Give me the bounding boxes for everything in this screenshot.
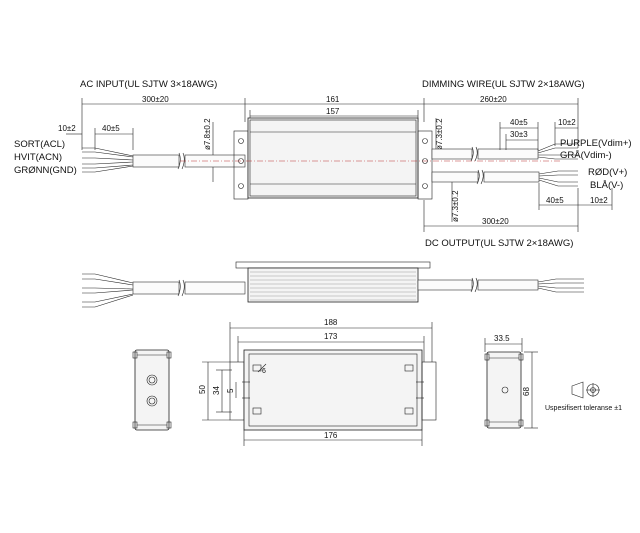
- dim-base-length-text: 176: [324, 431, 338, 440]
- dim-dimming-strip-text: 10±2: [558, 118, 576, 127]
- projection-symbol-icon: [571, 381, 600, 399]
- dim-dc-hole-top-text: ø7.3±0.2: [435, 118, 444, 150]
- dim-dc-strip: 10±2: [578, 188, 613, 210]
- wire-sort-label: SORT(ACL): [14, 139, 65, 150]
- wire-hvit-label: HVIT(ACN): [14, 152, 62, 163]
- dim-dimming-jacket: 40±5: [499, 118, 539, 150]
- dim-dimming-split-text: 30±3: [510, 130, 528, 139]
- dim-mount-pitch-text: 173: [324, 332, 338, 341]
- ac-input-label: AC INPUT(UL SJTW 3×18AWG): [80, 79, 217, 90]
- wire-purple-label: PURPLE(Vdim+): [560, 138, 632, 149]
- dim-ac-jacket: 40±5: [94, 124, 134, 150]
- dim-dimming-jacket-text: 40±5: [510, 118, 528, 127]
- dim-dimming-cable: 260±20: [424, 95, 579, 148]
- dimming-wire-label: DIMMING WIRE(UL SJTW 2×18AWG): [422, 79, 585, 90]
- right-mount-tab-top: [417, 130, 433, 200]
- wire-gra-label: GRÅ(Vdim-): [560, 150, 612, 161]
- dim-total-length: 161: [245, 95, 425, 122]
- dim-mount-total-text: 188: [324, 318, 338, 327]
- dim-slot-span-text: 34: [212, 386, 221, 395]
- dim-dc-cable: 300±20: [423, 200, 579, 232]
- dim-width-text: 50: [198, 385, 207, 394]
- dc-output-label: DC OUTPUT(UL SJTW 2×18AWG): [425, 238, 573, 249]
- dim-dc-hole-bottom: ø7.3±0.2: [451, 176, 460, 222]
- dim-ac-jacket-text: 40±5: [102, 124, 120, 133]
- end-view-right: [484, 351, 524, 429]
- dim-mount-total: 188: [229, 318, 433, 362]
- dim-dimming-split: 30±3: [505, 130, 538, 150]
- dim-base-length: 176: [243, 430, 423, 446]
- dim-dc-hole-bottom-text: ø7.3±0.2: [451, 190, 460, 222]
- dimming-cable: [431, 143, 578, 162]
- dim-end-height-text: 68: [522, 387, 531, 396]
- dim-end-width-text: 33.5: [494, 334, 510, 343]
- dim-dc-cable-text: 300±20: [482, 217, 509, 226]
- dim-ac-hole-text: ø7.8±0.2: [203, 118, 212, 150]
- ac-wires-top: [82, 147, 134, 173]
- dim-ac-strip-text: 10±2: [58, 124, 76, 133]
- dim-slot-diameter: 6: [257, 363, 267, 375]
- wire-bla-label: BLÅ(V-): [590, 180, 623, 191]
- dim-dc-strip-text: 10±2: [590, 196, 608, 205]
- dim-dc-jacket-text: 40±5: [546, 196, 564, 205]
- dim-slot-span: 34: [212, 369, 232, 413]
- dim-slot-width: 5: [226, 382, 237, 398]
- dim-ac-cable-text: 300±20: [142, 95, 169, 104]
- dim-ac-cable: 300±20: [81, 95, 246, 150]
- wire-gronn-label: GRØNN(GND): [14, 165, 77, 176]
- dim-total-length-text: 161: [326, 95, 340, 104]
- dim-dc-hole-top: ø7.3±0.2: [435, 118, 444, 150]
- dim-slot-diameter-text: 6: [262, 368, 266, 375]
- dim-dimming-cable-text: 260±20: [480, 95, 507, 104]
- dim-mount-pitch: 173: [237, 332, 425, 362]
- wire-rod-label: RØD(V+): [588, 167, 627, 178]
- dim-width: 50: [198, 361, 230, 421]
- dim-end-height: 68: [522, 351, 538, 429]
- tolerance-note: Uspesifisert toleranse ±1: [545, 405, 622, 412]
- dim-body-length-text: 157: [326, 107, 340, 116]
- housing-bottom-view: [229, 349, 437, 431]
- housing-top-view: [180, 117, 560, 199]
- dim-ac-strip: 10±2: [58, 124, 82, 135]
- dim-ac-hole: ø7.8±0.2: [203, 118, 214, 182]
- dim-end-width: 33.5: [484, 334, 523, 352]
- side-view: [82, 261, 584, 308]
- end-view-left: [132, 349, 172, 431]
- dim-dc-jacket: 40±5: [538, 183, 579, 210]
- dim-dimming-strip: 10±2: [554, 118, 578, 146]
- dim-slot-width-text: 5: [226, 388, 235, 393]
- dc-output-cable: [431, 169, 578, 187]
